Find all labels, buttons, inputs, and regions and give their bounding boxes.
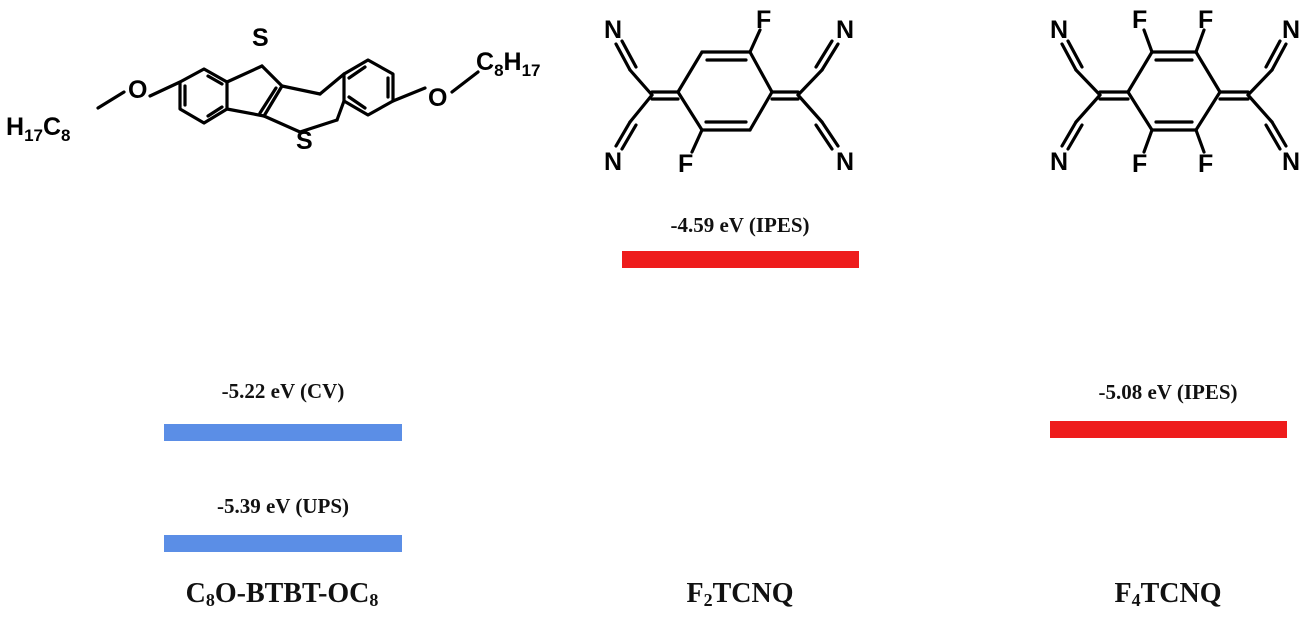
left-octyl-chain: H17C8 bbox=[6, 113, 71, 145]
fluorine-atom: F bbox=[1198, 150, 1213, 178]
btbt-name-label: C8O-BTBT-OC8 bbox=[185, 578, 379, 610]
f2tcnq-ipes-level-bar bbox=[622, 251, 859, 268]
btbt-cv-level-bar bbox=[164, 424, 402, 441]
btbt-structure: S S O O H17C8 C8H17 bbox=[6, 24, 541, 155]
f2tcnq-structure: F F N N N N bbox=[604, 6, 854, 178]
sulfur-atom: S bbox=[252, 24, 269, 52]
f4tcnq-name-label: F4TCNQ bbox=[1114, 578, 1222, 610]
f4tcnq-structure: F F F F N N N N bbox=[1050, 6, 1300, 178]
f4tcnq-ipes-level-label: -5.08 eV (IPES) bbox=[1098, 380, 1238, 404]
fluorine-atom: F bbox=[1132, 150, 1147, 178]
right-octyl-chain: C8H17 bbox=[476, 48, 541, 80]
nitrogen-atom: N bbox=[1050, 148, 1068, 176]
f2tcnq-ipes-level-label: -4.59 eV (IPES) bbox=[670, 213, 810, 237]
f4tcnq-ipes-level-bar bbox=[1050, 421, 1287, 438]
btbt-ups-level-bar bbox=[164, 535, 402, 552]
nitrogen-atom: N bbox=[1050, 16, 1068, 44]
nitrogen-atom: N bbox=[1282, 148, 1300, 176]
btbt-cv-level-label: -5.22 eV (CV) bbox=[221, 379, 345, 403]
nitrogen-atom: N bbox=[604, 148, 622, 176]
f2tcnq-name-label: F2TCNQ bbox=[686, 578, 794, 610]
nitrogen-atom: N bbox=[836, 16, 854, 44]
nitrogen-atom: N bbox=[604, 16, 622, 44]
btbt-ups-level-label: -5.39 eV (UPS) bbox=[216, 494, 350, 518]
fluorine-atom: F bbox=[1198, 6, 1213, 34]
sulfur-atom: S bbox=[296, 127, 313, 155]
fluorine-atom: F bbox=[1132, 6, 1147, 34]
nitrogen-atom: N bbox=[1282, 16, 1300, 44]
oxygen-atom: O bbox=[428, 84, 447, 112]
fluorine-atom: F bbox=[756, 6, 771, 34]
oxygen-atom: O bbox=[128, 76, 147, 104]
nitrogen-atom: N bbox=[836, 148, 854, 176]
fluorine-atom: F bbox=[678, 150, 693, 178]
